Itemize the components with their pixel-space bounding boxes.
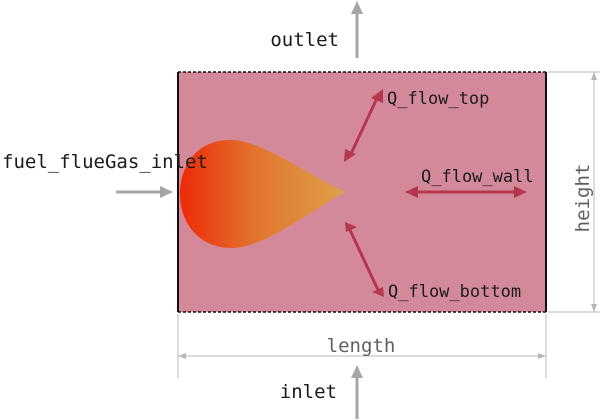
q-flow-bottom-label: Q_flow_bottom [388, 282, 521, 302]
flame [180, 140, 345, 248]
outlet-label: outlet [270, 29, 339, 51]
q-flow-wall-label: Q_flow_wall [421, 167, 534, 187]
inlet-label: inlet [280, 381, 337, 403]
length-label: length [327, 335, 396, 357]
length-dimension [177, 314, 547, 378]
fuel-flue-gas-inlet-label: fuel_flueGas_inlet [2, 151, 208, 173]
inlet-arrow [351, 365, 363, 419]
height-dimension [548, 71, 600, 313]
q-flow-wall-arrow [405, 186, 527, 198]
fuel-flue-gas-inlet-arrow [116, 186, 173, 198]
q-flow-bottom-arrow [345, 222, 384, 297]
outlet-arrow [351, 1, 363, 58]
q-flow-top-label: Q_flow_top [387, 89, 489, 109]
q-flow-top-arrow [344, 89, 383, 162]
height-label: height [572, 164, 594, 233]
